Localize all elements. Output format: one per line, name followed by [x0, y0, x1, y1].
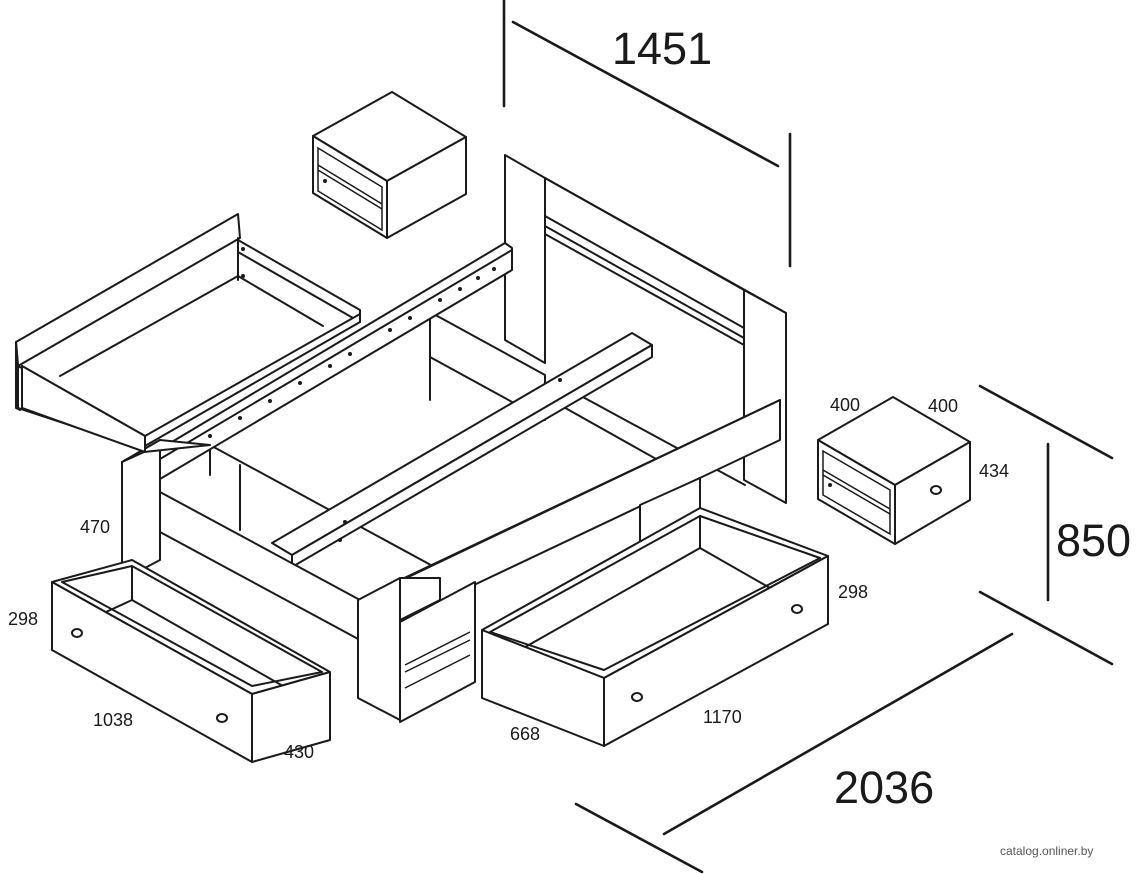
- nightstand-right-shelf-edge: [822, 469, 891, 510]
- drawer-top-left-back: [15, 213, 241, 367]
- foot-shelf-1: [404, 631, 471, 666]
- rail-screw-holes: [208, 267, 496, 438]
- foot-post-center: [357, 577, 401, 721]
- dim-label-2036: 2036: [834, 762, 934, 813]
- drawer-bottom-right-inner: [489, 515, 821, 671]
- nightstand-right-opening: [822, 449, 891, 536]
- nightstand-top-shelf: [317, 169, 383, 210]
- dim-label-1170: 1170: [703, 707, 742, 727]
- dimension-labels: 1451 2036 850 470 298 1038 430 668 1170 …: [8, 23, 1131, 813]
- bed-frame: [121, 242, 781, 723]
- headboard-panel-top: [544, 177, 745, 291]
- foot-shelf-2: [404, 654, 471, 689]
- drawer-top-left-floor-back: [59, 275, 239, 377]
- drawer-bottom-left-inner: [61, 565, 323, 687]
- drawer-bottom-right-knob-2: [631, 692, 643, 702]
- drawer-top-left-floor-side: [237, 275, 324, 327]
- nightstand-top-shelf-edge: [317, 164, 383, 205]
- dim-label-298-left: 298: [8, 609, 38, 629]
- dim-1451-line: [511, 20, 780, 168]
- dim-label-668: 668: [510, 724, 540, 744]
- nightstand-right-knob: [930, 485, 942, 495]
- dim-2036-line: [662, 632, 1014, 836]
- nightstand-right: [817, 396, 971, 545]
- drawer-top-left-side: [237, 239, 361, 323]
- dim-label-400-depth: 400: [928, 396, 958, 416]
- foot-post-left-top: [121, 439, 211, 463]
- long-slat-rail-edge: [154, 249, 513, 463]
- dim-label-850: 850: [1056, 515, 1131, 566]
- foot-shelf-1b: [404, 639, 471, 673]
- dim-2036-extension: [574, 802, 704, 874]
- drawer-bottom-right-knob-1: [791, 604, 803, 614]
- drawer-bottom-right: [481, 507, 829, 747]
- dim-label-1038: 1038: [93, 710, 133, 730]
- drawer-bottom-left-side: [251, 671, 331, 763]
- dim-label-470: 470: [80, 517, 110, 537]
- drawer-top-left-front: [21, 365, 146, 453]
- dim-label-430: 430: [284, 742, 314, 762]
- drawer-bottom-right-floor-back: [519, 547, 701, 651]
- nightstand-top-screw: [323, 179, 327, 183]
- dim-label-434: 434: [979, 461, 1009, 481]
- drawer-bottom-left-knob-2: [216, 713, 228, 723]
- inner-divider-line: [209, 444, 441, 571]
- headboard-panel-groove-2: [544, 225, 745, 339]
- headboard-post-top: [743, 289, 787, 314]
- watermark-text: catalog.onliner.by: [1000, 844, 1093, 858]
- drawer-bottom-right-floor-side: [699, 547, 771, 589]
- drawer-top-left: [15, 213, 361, 453]
- front-rail-top-edge: [359, 399, 781, 601]
- drawer-bottom-left-floor-side: [131, 599, 291, 691]
- dim-label-298-right: 298: [838, 582, 868, 602]
- foot-shelf-unit: [399, 581, 476, 723]
- nightstand-top: [312, 91, 467, 239]
- dim-label-1451: 1451: [612, 23, 712, 74]
- dimension-lines: [502, 0, 1114, 874]
- dim-label-400-width: 400: [830, 395, 860, 415]
- foot-post-left-front: [121, 439, 161, 581]
- dim-850-extension-bottom: [978, 590, 1114, 666]
- nightstand-top-side: [386, 136, 467, 239]
- nightstand-top-opening: [317, 146, 383, 232]
- dim-850-extension-top: [978, 384, 1114, 460]
- drawer-bottom-right-front: [603, 555, 829, 747]
- headboard: [504, 154, 787, 504]
- nightstand-right-shelf: [822, 474, 891, 515]
- drawer-bottom-left: [51, 559, 331, 763]
- drawer-bottom-left-knob-1: [71, 628, 83, 638]
- drawer-bottom-left-floor-back: [105, 599, 133, 613]
- headboard-panel-groove-1: [544, 215, 745, 329]
